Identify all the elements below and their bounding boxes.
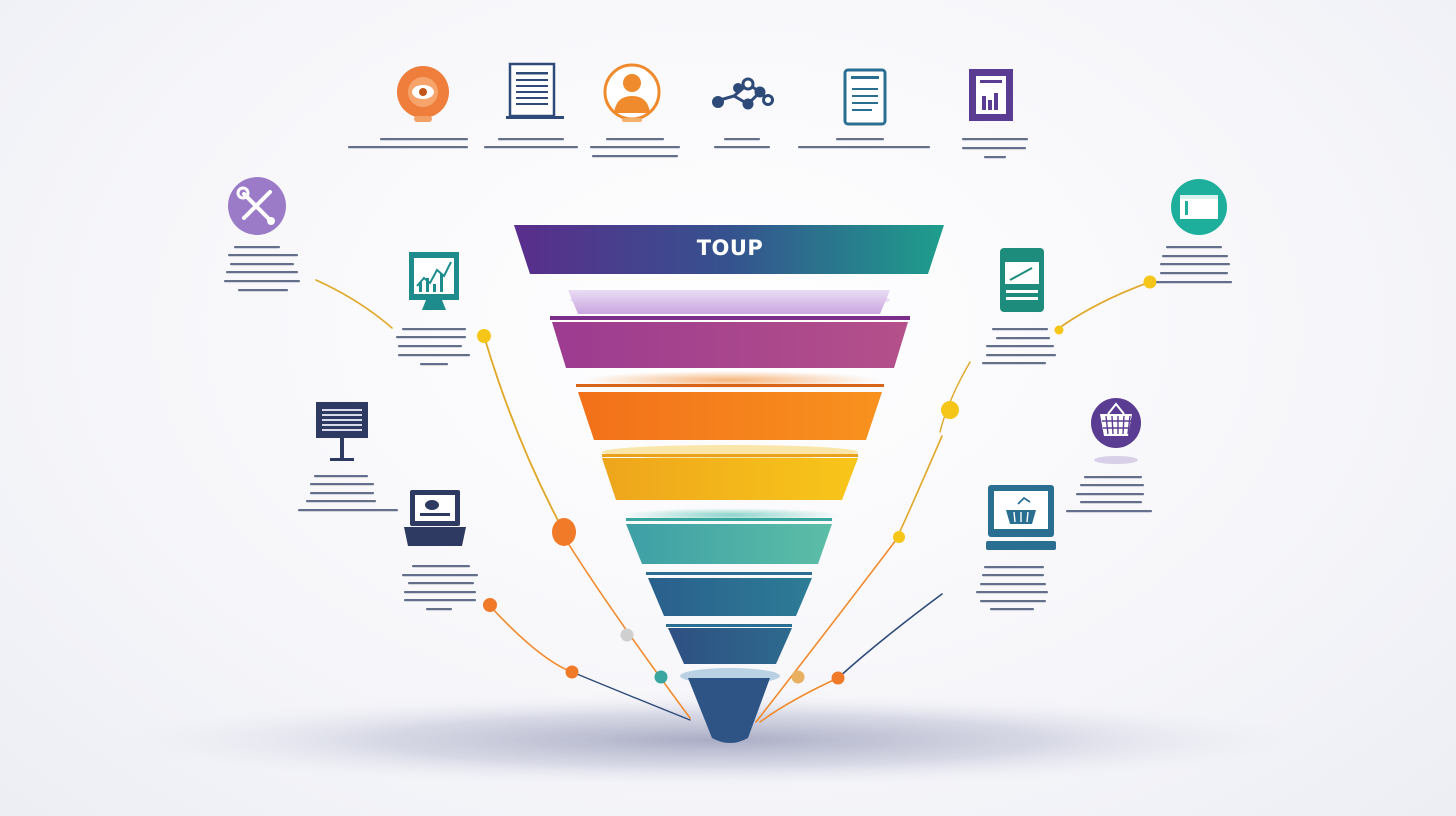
- connector-line: [565, 539, 691, 719]
- funnel-band-navy: [668, 628, 792, 664]
- connector-dot: [893, 531, 905, 543]
- webcam-icon: [397, 66, 449, 122]
- funnel-band-magenta: [552, 322, 908, 368]
- caption-placeholder: [1156, 246, 1232, 284]
- user-avatar-icon: [603, 63, 661, 122]
- caption-placeholder: [484, 138, 578, 149]
- connector-line: [895, 435, 943, 541]
- caption-placeholder: [396, 328, 470, 366]
- caption-placeholder: [962, 138, 1028, 159]
- stock-chart-monitor-icon: [409, 252, 459, 310]
- connector-dot: [654, 670, 668, 684]
- funnel-band-lavender: [568, 290, 890, 314]
- connector-line: [571, 671, 691, 721]
- connector-dot: [565, 665, 579, 679]
- billboard-icon: [316, 402, 368, 461]
- ecommerce-monitor-icon: [986, 485, 1056, 550]
- caption-placeholder: [402, 565, 478, 611]
- floor-shadow: [112, 692, 1312, 788]
- funnel-band-top: [514, 225, 944, 274]
- document-icon: [506, 62, 564, 119]
- connector-line: [837, 593, 943, 679]
- laptop-icon: [404, 490, 466, 546]
- connector-dot: [941, 401, 959, 419]
- caption-placeholder: [348, 138, 468, 149]
- caption-placeholder: [714, 138, 770, 149]
- funnel-tip: [688, 678, 770, 743]
- connector-line: [755, 539, 897, 723]
- connector-dot: [831, 671, 845, 685]
- funnel-separator: [576, 384, 884, 387]
- funnel-separator: [550, 316, 910, 320]
- caption-placeholder: [224, 246, 300, 292]
- connector-dot: [552, 518, 576, 546]
- funnel-band-yellow: [602, 458, 858, 500]
- funnel-band-steel: [648, 578, 812, 616]
- tablet-document-icon: [843, 68, 887, 126]
- funnel-title: TOUP: [696, 236, 764, 260]
- shopping-basket-icon: [1091, 398, 1141, 464]
- placeholder-text-blocks: [224, 138, 1232, 611]
- connector-dot: [477, 329, 491, 343]
- connector-dots: [477, 275, 1157, 685]
- connector-dot: [1143, 275, 1157, 289]
- caption-placeholder: [976, 566, 1048, 611]
- funnel-separator: [626, 518, 832, 521]
- connector-lines: [315, 279, 1151, 723]
- caption-placeholder: [798, 138, 930, 149]
- connector-line: [315, 279, 393, 329]
- connector-line: [1061, 281, 1151, 327]
- funnel-band-teal: [626, 524, 832, 564]
- mobile-chart-icon: [1000, 248, 1044, 312]
- funnel-separator: [646, 572, 812, 575]
- connector-line: [483, 335, 563, 529]
- connector-line: [939, 361, 971, 433]
- report-document-icon: [969, 69, 1013, 121]
- teal-browser-icon: [1171, 179, 1227, 235]
- caption-placeholder: [1066, 476, 1152, 513]
- connector-dot: [483, 598, 497, 612]
- caption-placeholder: [982, 328, 1056, 365]
- connector-line: [489, 605, 573, 673]
- network-nodes-icon: [712, 77, 774, 110]
- connector-dot: [791, 670, 805, 684]
- funnel-separator: [602, 454, 858, 457]
- caption-placeholder: [298, 475, 398, 512]
- funnel-band-orange: [578, 392, 882, 440]
- caption-placeholder: [590, 138, 680, 158]
- funnel: [514, 225, 944, 743]
- connector-dot: [620, 628, 634, 642]
- connector-dot: [1054, 325, 1064, 335]
- connector-line: [759, 677, 839, 723]
- funnel-separator: [666, 624, 792, 627]
- tools-icon: [228, 177, 286, 235]
